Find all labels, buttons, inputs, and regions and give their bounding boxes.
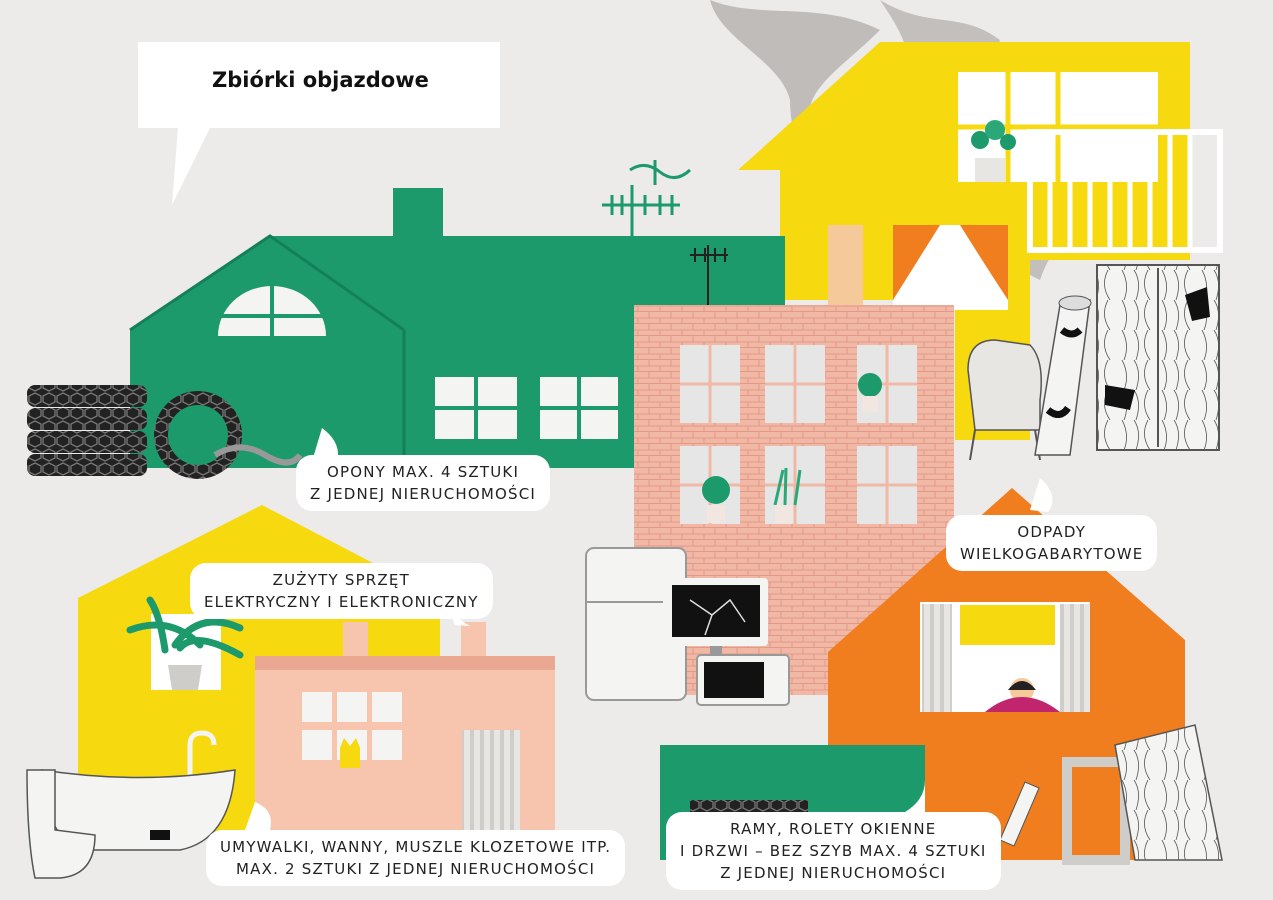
label-tires: OPONY MAX. 4 SZTUKI Z JEDNEJ NIERUCHOMOŚ…: [296, 455, 551, 511]
label-line: RAMY, ROLETY OKIENNE: [730, 820, 937, 838]
label-electronics: ZUŻYTY SPRZĘT ELEKTRYCZNY I ELEKTRONICZN…: [190, 563, 493, 619]
wardrobe-icon: [1096, 264, 1220, 451]
label-bulky-waste: ODPADY WIELKOGABARYTOWE: [946, 515, 1158, 571]
label-line: Z JEDNEJ NIERUCHOMOŚCI: [310, 485, 537, 503]
label-line: UMYWALKI, WANNY, MUSZLE KLOZETOWE ITP.: [220, 838, 612, 856]
label-line: ELEKTRYCZNY I ELEKTRONICZNY: [204, 593, 479, 611]
green-house: [129, 188, 785, 468]
label-sanitary: UMYWALKI, WANNY, MUSZLE KLOZETOWE ITP. M…: [206, 830, 626, 886]
fridge-icon: [585, 547, 687, 701]
label-line: ODPADY: [1017, 523, 1087, 541]
label-line: MAX. 2 SZTUKI Z JEDNEJ NIERUCHOMOŚCI: [236, 860, 596, 878]
tv-icon: [663, 578, 768, 656]
microwave-icon: [696, 654, 790, 706]
antenna-icon: [690, 245, 728, 305]
page-title: Zbiórki objazdowe: [212, 68, 429, 92]
plant-icon: [971, 120, 1016, 182]
bathtub-icon: [41, 730, 236, 851]
tire-icon: [154, 391, 303, 479]
label-frames: RAMY, ROLETY OKIENNE I DRZWI – BEZ SZYB …: [666, 812, 1001, 890]
armchair-icon: [967, 339, 1042, 461]
label-line: I DRZWI – BEZ SZYB MAX. 4 SZTUKI: [680, 842, 987, 860]
toilet-icon: [26, 769, 96, 879]
tire-stack: [27, 385, 147, 476]
title-bubble: [138, 42, 500, 128]
label-line: OPONY MAX. 4 SZTUKI: [326, 463, 520, 481]
label-line: WIELKOGABARYTOWE: [960, 545, 1144, 563]
peach-house: [255, 622, 555, 840]
label-line: ZUŻYTY SPRZĘT: [272, 571, 410, 589]
label-line: Z JEDNEJ NIERUCHOMOŚCI: [720, 864, 947, 882]
carpet-roll-icon: [1034, 295, 1092, 456]
antenna-icon: [602, 160, 692, 236]
